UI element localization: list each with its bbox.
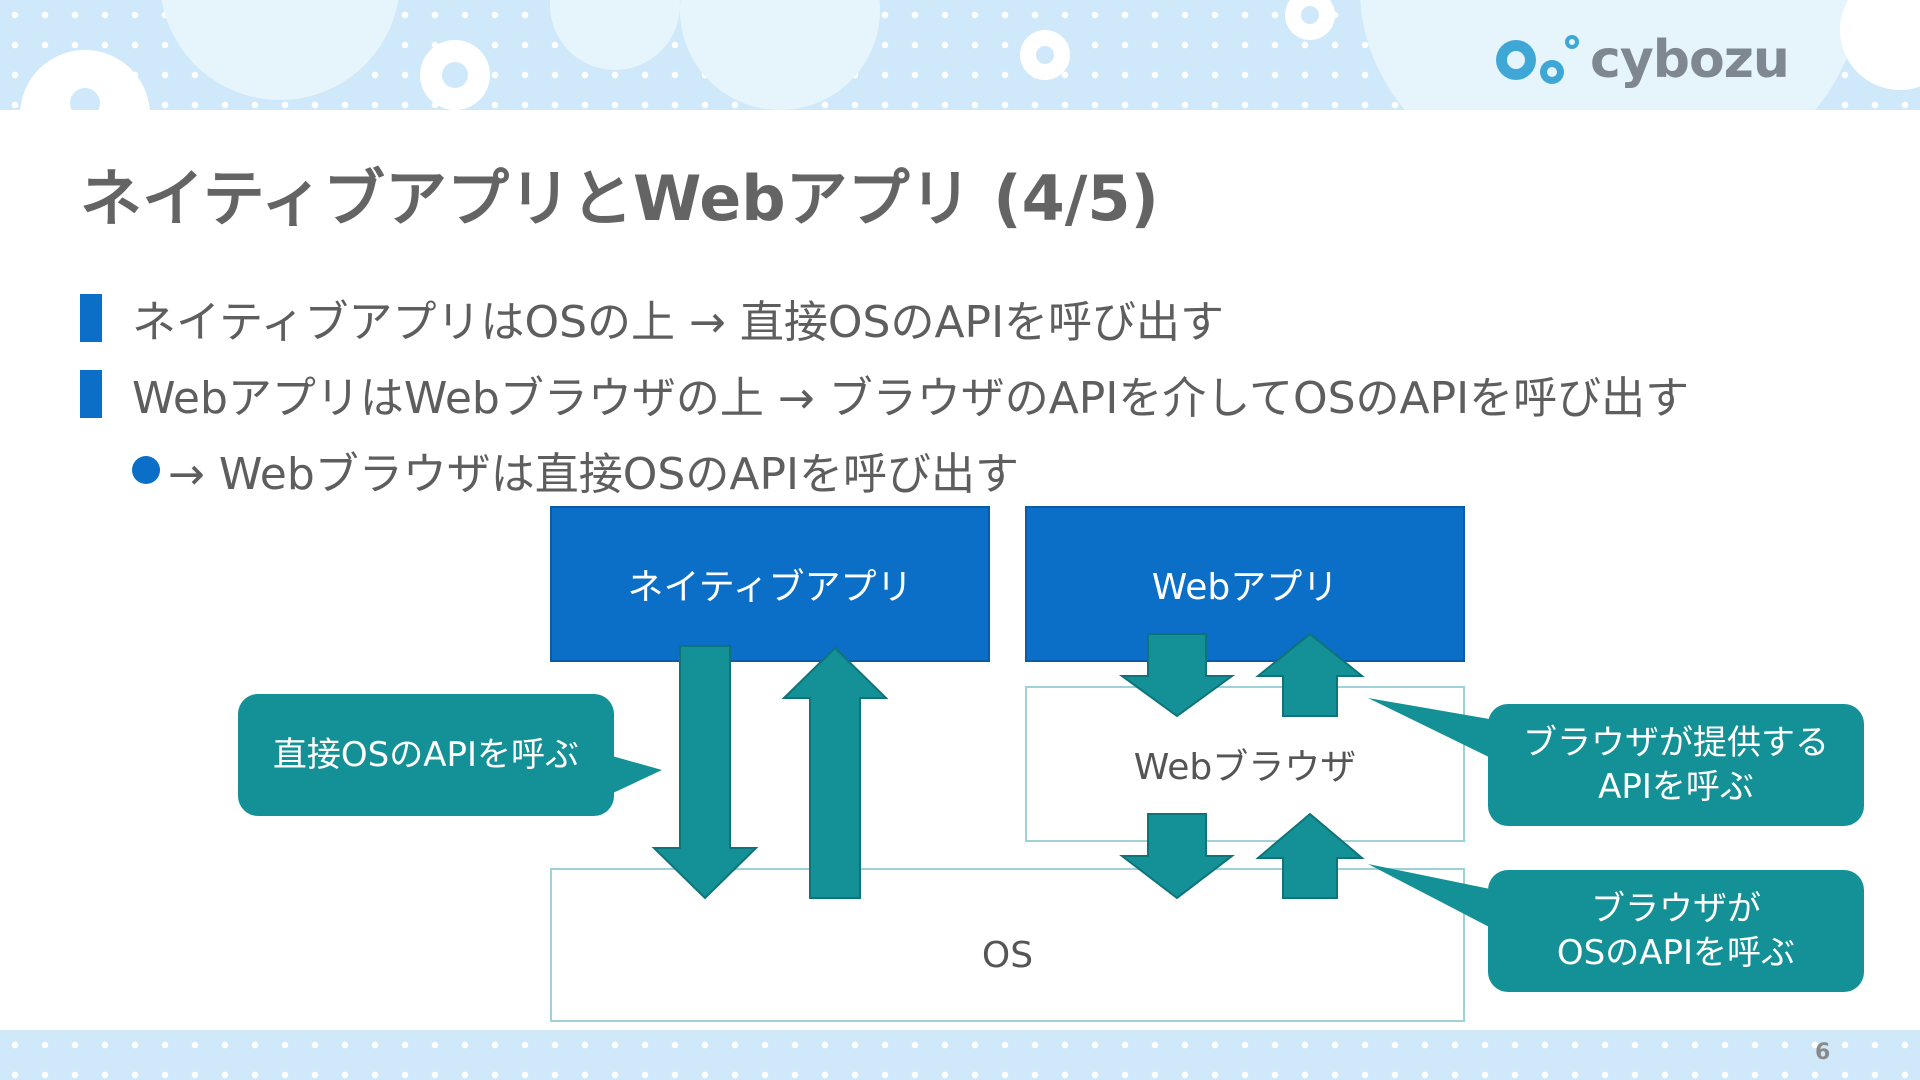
- native-app-box: ネイティブアプリ: [550, 506, 990, 662]
- sub-bullet-marker: [132, 456, 160, 484]
- callout-text-line1: ブラウザが: [1591, 889, 1761, 929]
- callout-tail-direct: [598, 752, 662, 800]
- header-band: cybozu: [0, 0, 1920, 110]
- decor-ring-hole: [1036, 46, 1054, 64]
- sub-bullet-item: → Webブラウザは直接OSのAPIを呼び出す: [132, 438, 1019, 502]
- bullet-text: WebアプリはWebブラウザの上 → ブラウザのAPIを介してOSのAPIを呼び…: [132, 373, 1690, 424]
- web-app-label: Webアプリ: [1151, 567, 1339, 608]
- bullet-item: ネイティブアプリはOSの上 → 直接OSのAPIを呼び出す: [80, 286, 1224, 350]
- web-browser-label: Webブラウザ: [1133, 747, 1357, 788]
- arrow-up-native: [781, 646, 889, 899]
- sub-bullet-text: → Webブラウザは直接OSのAPIを呼び出す: [168, 449, 1019, 500]
- decor-ring-hole: [1301, 6, 1319, 24]
- arrow-up-browser: [1255, 812, 1365, 899]
- os-label: OS: [981, 934, 1034, 976]
- callout-text-line2: APIを呼ぶ: [1598, 767, 1754, 807]
- decor-ring-hole: [70, 88, 100, 110]
- page-number: 6: [1815, 1040, 1831, 1065]
- native-app-label: ネイティブアプリ: [627, 567, 913, 608]
- callout-tail-browser-api: [1368, 698, 1495, 760]
- decor-ring-hole: [442, 62, 468, 88]
- arrow-down-native: [651, 645, 759, 900]
- arrow-up-webapp: [1255, 632, 1365, 717]
- logo-wordmark: cybozu: [1590, 30, 1790, 90]
- callout-browser-os-api: ブラウザが OSのAPIを呼ぶ: [1488, 870, 1864, 992]
- callout-text-line1: ブラウザが提供する: [1523, 723, 1829, 763]
- callout-direct-os-api: 直接OSのAPIを呼ぶ: [238, 694, 614, 816]
- web-app-box: Webアプリ: [1025, 506, 1465, 662]
- arrow-down-webapp: [1118, 633, 1236, 718]
- cybozu-logo: cybozu: [1490, 28, 1790, 92]
- footer-band: [0, 1030, 1920, 1080]
- page-title: ネイティブアプリとWebアプリ (4/5): [80, 162, 1159, 235]
- bullet-item: WebアプリはWebブラウザの上 → ブラウザのAPIを介してOSのAPIを呼び…: [80, 362, 1689, 426]
- bullet-text: ネイティブアプリはOSの上 → 直接OSのAPIを呼び出す: [132, 297, 1225, 348]
- bullet-marker: [80, 370, 102, 418]
- callout-text-line2: OSのAPIを呼ぶ: [1556, 933, 1796, 973]
- callout-browser-api: ブラウザが提供する APIを呼ぶ: [1488, 704, 1864, 826]
- callout-text: 直接OSのAPIを呼ぶ: [272, 735, 580, 775]
- web-browser-box: Webブラウザ: [1025, 686, 1465, 842]
- callout-tail-browser-os: [1368, 864, 1495, 930]
- bullet-marker: [80, 294, 102, 342]
- decor-circle: [1360, 0, 1860, 110]
- cybozu-logo-mark: [1496, 35, 1579, 84]
- arrow-down-browser: [1119, 813, 1235, 900]
